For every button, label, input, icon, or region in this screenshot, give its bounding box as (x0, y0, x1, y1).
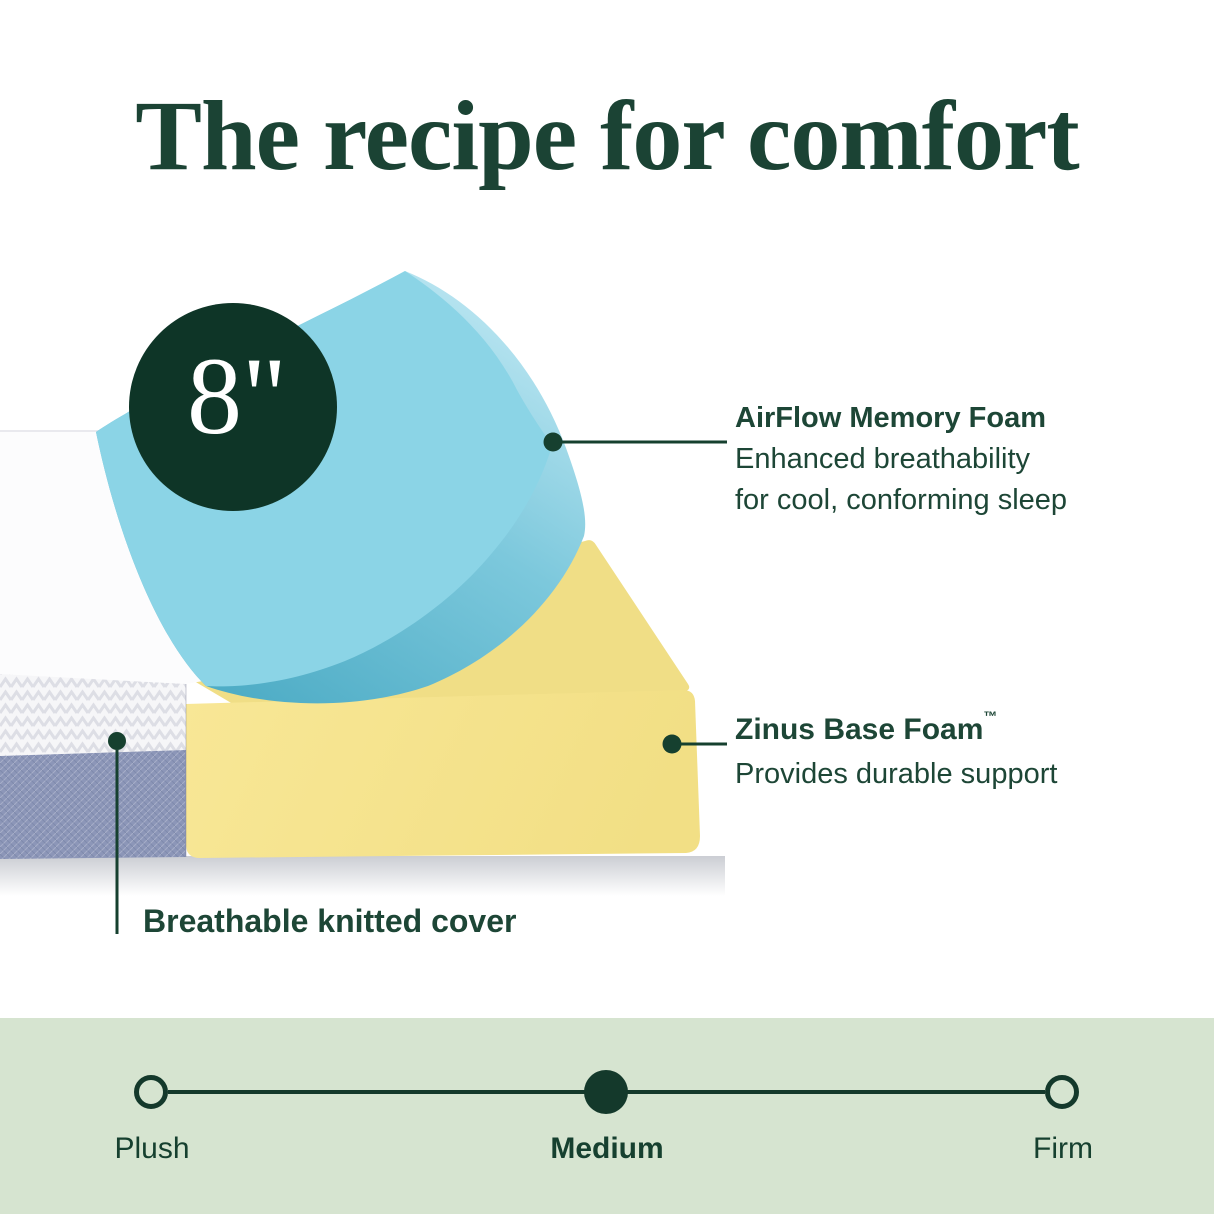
base-foam-line1: Provides durable support (735, 758, 1058, 790)
airflow-line1: Enhanced breathability (735, 443, 1031, 475)
firmness-label-medium: Medium (550, 1132, 664, 1165)
trademark-symbol: ™ (983, 708, 998, 724)
firmness-marker-medium-selected (584, 1070, 628, 1114)
firmness-marker-firm (1045, 1075, 1079, 1109)
airflow-line2: for cool, conforming sleep (735, 484, 1068, 516)
mattress-top-face (0, 431, 203, 684)
thickness-badge-label: 8" (187, 335, 287, 457)
cover-callout-dot (108, 732, 126, 750)
thickness-badge-circle (129, 303, 337, 511)
page-title: The recipe for comfort (135, 80, 1079, 191)
base-foam-heading: Zinus Base Foam™ (735, 708, 998, 746)
firmness-marker-plush (134, 1075, 168, 1109)
knitted-cover-band (0, 674, 186, 756)
floor-shadow (0, 856, 725, 896)
callout-base-foam: Zinus Base Foam™ Provides durable suppor… (735, 694, 1057, 796)
airflow-heading: AirFlow Memory Foam (735, 402, 1046, 434)
airflow-callout-dot (543, 432, 563, 452)
cover-bottom-band (0, 750, 186, 859)
base-foam-front-face (186, 690, 700, 858)
callout-cover-label: Breathable knitted cover (143, 903, 517, 939)
firmness-label-plush: Plush (114, 1132, 190, 1165)
base-callout-dot (662, 734, 682, 754)
firmness-band (0, 1018, 1214, 1214)
callout-connectors (108, 432, 727, 934)
callout-airflow: AirFlow Memory Foam Enhanced breathabili… (735, 398, 1067, 521)
firmness-label-firm: Firm (1033, 1132, 1093, 1165)
